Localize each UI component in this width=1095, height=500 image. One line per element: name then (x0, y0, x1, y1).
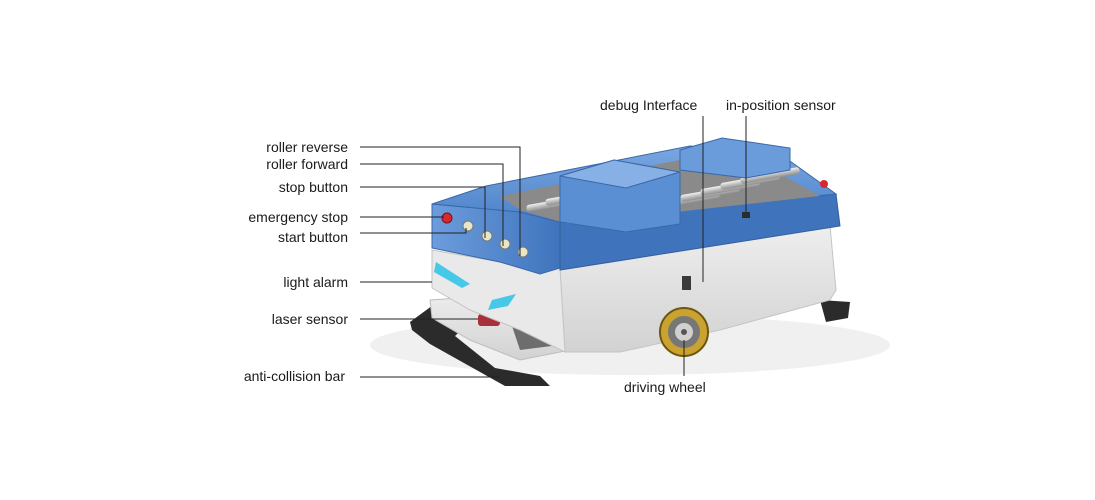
rear-bumper-shape (820, 300, 850, 322)
label-start-button: start button (277, 229, 348, 245)
label-stop-button: stop button (278, 179, 348, 195)
debug-interface-port (682, 276, 691, 290)
label-roller-forward: roller forward (266, 156, 348, 172)
middle-blue-block-top (559, 159, 681, 189)
label-anti-collision-bar: anti-collision bar (243, 368, 345, 384)
label-debug-interface: debug Interface (600, 97, 698, 113)
label-in-position-sensor: in-position sensor (726, 97, 836, 113)
rear-blue-block (679, 137, 791, 179)
in-position-sensor-shape (742, 212, 750, 218)
label-emergency-stop: emergency stop (248, 209, 348, 225)
rear-red-light (820, 180, 828, 188)
label-driving-wheel: driving wheel (624, 379, 706, 395)
label-roller-reverse: roller reverse (266, 139, 348, 155)
light-alarm-left (434, 262, 470, 288)
label-laser-sensor: laser sensor (271, 311, 348, 327)
leader-lines (360, 116, 747, 378)
light-alarm-right (488, 294, 516, 310)
label-light-alarm: light alarm (283, 274, 348, 290)
driving-wheel-shape (659, 307, 709, 357)
